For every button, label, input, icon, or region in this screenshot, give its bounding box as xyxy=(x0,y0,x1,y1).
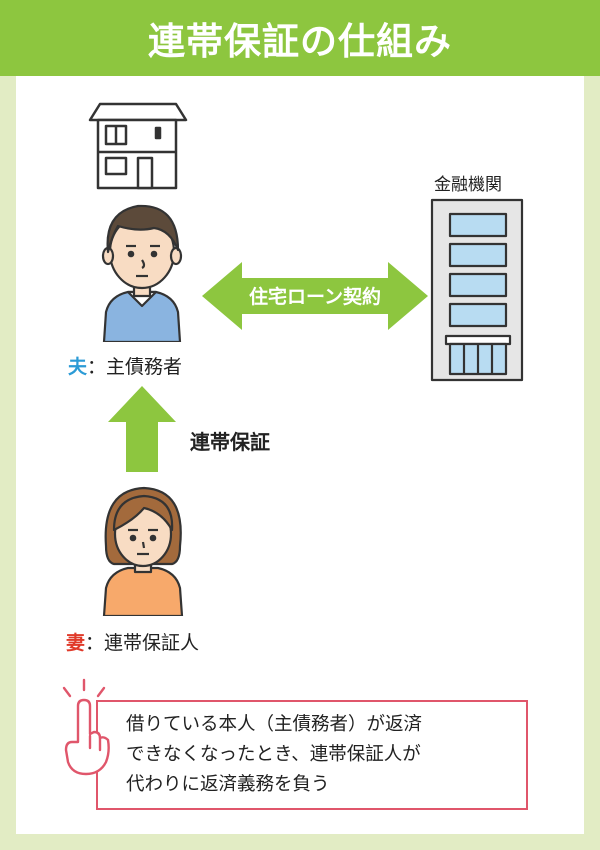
woman-avatar-icon xyxy=(102,486,184,616)
husband-label: 夫：主債務者 xyxy=(68,352,182,379)
note-line-3: 代わりに返済義務を負う xyxy=(126,774,330,795)
note-text: 借りている本人（主債務者）が返済 できなくなったとき、連帯保証人が 代わりに返済… xyxy=(126,710,516,800)
husband-role: 夫 xyxy=(68,356,88,378)
title-banner: 連帯保証の仕組み xyxy=(0,0,600,76)
husband-desc: 主債務者 xyxy=(106,356,183,378)
note-box: 借りている本人（主債務者）が返済 できなくなったとき、連帯保証人が 代わりに返済… xyxy=(96,700,528,810)
house-icon xyxy=(88,102,188,190)
guarantee-label: 連帯保証 xyxy=(190,430,270,454)
guarantee-arrow xyxy=(108,386,176,472)
note-line-1: 借りている本人（主債務者）が返済 xyxy=(126,714,423,735)
wife-desc: 連帯保証人 xyxy=(104,632,200,654)
note-line-2: できなくなったとき、連帯保証人が xyxy=(126,744,421,765)
bank-name: 金融機関 xyxy=(434,175,502,195)
wife-label: 妻：連帯保証人 xyxy=(66,628,199,655)
man-avatar-icon xyxy=(101,204,183,342)
wife-separator: ： xyxy=(85,632,105,654)
husband-separator: ： xyxy=(87,356,107,378)
bank-building-icon xyxy=(430,198,524,382)
pointing-hand-icon xyxy=(62,678,110,776)
wife-role: 妻 xyxy=(66,632,86,654)
loan-contract-arrow xyxy=(202,262,428,330)
loan-contract-label: 住宅ローン契約 xyxy=(248,286,382,308)
page-title: 連帯保証の仕組み xyxy=(148,20,452,63)
